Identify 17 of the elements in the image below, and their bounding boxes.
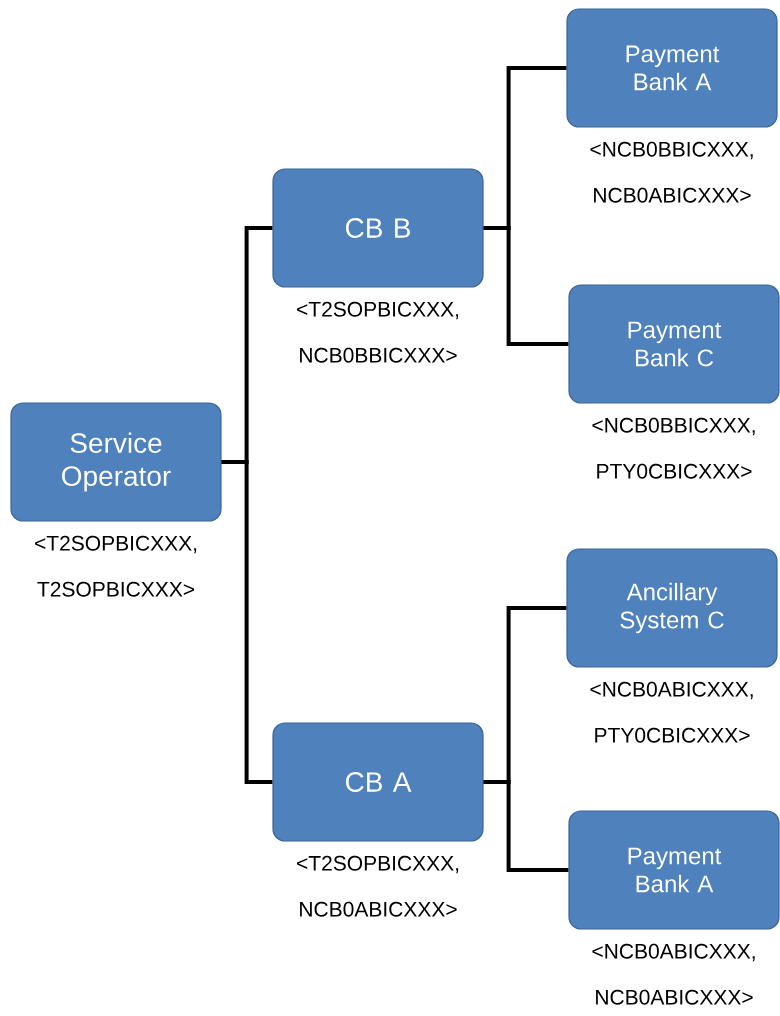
connector — [483, 780, 569, 872]
process-box: Payment Bank A — [568, 810, 780, 930]
process-box: Service Operator — [10, 402, 222, 522]
process-box: CB A — [272, 722, 484, 842]
connector — [221, 460, 273, 784]
node-caption: <NCB0ABICXXX, PTY0CBICXXX> — [590, 681, 753, 743]
process-box: Payment Bank A — [566, 8, 778, 128]
connector — [483, 226, 569, 346]
process-box: Payment Bank C — [568, 284, 780, 404]
node-caption: <T2SOPBICXXX, T2SOPBICXXX> — [35, 535, 197, 597]
process-box: CB B — [272, 168, 484, 288]
node-caption: <NCB0BBICXXX, PTY0CBICXXX> — [592, 417, 755, 479]
process-box: Ancillary System C — [566, 548, 778, 668]
node-caption: <T2SOPBICXXX, NCB0ABICXXX> — [297, 855, 459, 917]
node-caption: <T2SOPBICXXX, NCB0BBICXXX> — [297, 301, 459, 363]
node-caption: <NCB0ABICXXX, NCB0ABICXXX> — [592, 943, 755, 1005]
node-caption: <NCB0BBICXXX, NCB0ABICXXX> — [590, 141, 753, 203]
